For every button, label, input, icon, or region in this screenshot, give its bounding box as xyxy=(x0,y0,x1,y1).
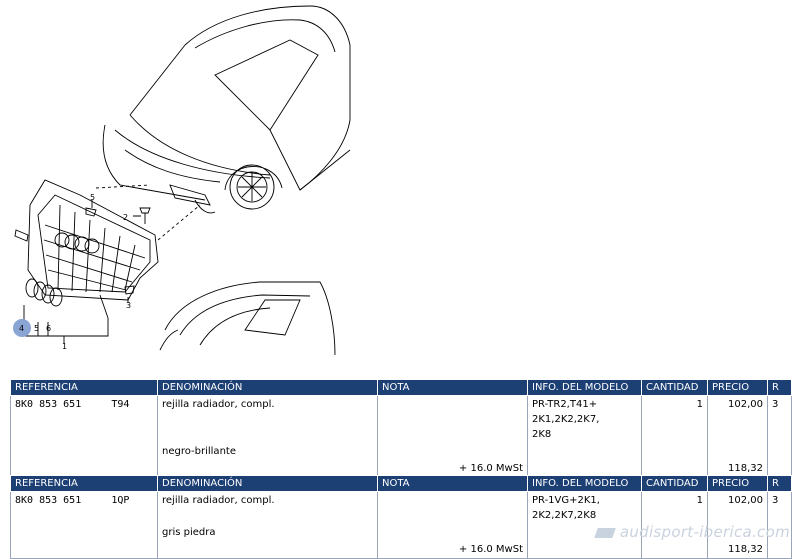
callout-4: 4 xyxy=(19,324,24,333)
parts-table-2: REFERENCIA DENOMINACIÓN NOTA INFO. DEL M… xyxy=(10,475,792,559)
part-quantity: 1 xyxy=(641,491,708,524)
col-r: R xyxy=(767,475,792,492)
watermark-logo-icon xyxy=(594,527,616,538)
model-info: PR-1VG+2K1, 2K2,2K7,2K8 xyxy=(527,491,642,524)
grille-assembly xyxy=(14,179,201,343)
price-with-tax: 118,32 xyxy=(707,541,768,559)
part-quantity: 1 xyxy=(641,395,708,443)
part-denomination: rejilla radiador, compl. xyxy=(157,395,378,443)
part-reference[interactable]: 8K0 853 651 T94 xyxy=(10,395,158,443)
table-row: negro-brillante xyxy=(10,443,792,460)
callout-5-bottom: 5 xyxy=(34,324,39,333)
callout-3: 3 xyxy=(126,301,131,310)
col-nota: NOTA xyxy=(377,379,528,396)
model-info-line: 2K1,2K2,2K7, xyxy=(532,414,600,425)
tax-note: + 16.0 MwSt xyxy=(377,541,528,559)
table-row[interactable]: 8K0 853 651 T94 rejilla radiador, compl.… xyxy=(10,395,792,443)
col-nota: NOTA xyxy=(377,475,528,492)
table-row-total: + 16.0 MwSt 118,32 xyxy=(10,541,792,559)
model-info-line: PR-1VG+2K1, xyxy=(532,495,600,506)
part-note xyxy=(377,395,528,443)
table-header: REFERENCIA DENOMINACIÓN NOTA INFO. DEL M… xyxy=(10,475,792,492)
col-precio: PRECIO xyxy=(707,475,768,492)
callout-6: 6 xyxy=(46,324,51,333)
part-note xyxy=(377,491,528,524)
part-color: gris piedra xyxy=(157,524,378,541)
callout-2: 2 xyxy=(123,213,128,222)
watermark-text: audisport-iberica.com xyxy=(619,523,790,541)
site-watermark: audisport-iberica.com xyxy=(594,523,790,541)
callout-5-top: 5 xyxy=(90,193,95,202)
col-precio: PRECIO xyxy=(707,379,768,396)
car-illustration xyxy=(102,5,351,356)
part-price: 102,00 xyxy=(707,395,768,443)
col-info-modelo: INFO. DEL MODELO xyxy=(527,379,642,396)
part-r: 3 xyxy=(767,395,792,443)
part-color: negro-brillante xyxy=(157,443,378,460)
parts-table-1: REFERENCIA DENOMINACIÓN NOTA INFO. DEL M… xyxy=(10,379,792,478)
callout-1: 1 xyxy=(62,342,67,351)
col-cantidad: CANTIDAD xyxy=(641,379,708,396)
col-referencia: REFERENCIA xyxy=(10,379,158,396)
col-r: R xyxy=(767,379,792,396)
selected-callout-marker xyxy=(13,319,31,337)
part-price: 102,00 xyxy=(707,491,768,524)
part-denomination: rejilla radiador, compl. xyxy=(157,491,378,524)
col-denominacion: DENOMINACIÓN xyxy=(157,475,378,492)
table-row-total: + 16.0 MwSt 118,32 xyxy=(10,460,792,478)
part-reference[interactable]: 8K0 853 651 1QP xyxy=(10,491,158,524)
col-cantidad: CANTIDAD xyxy=(641,475,708,492)
model-info-line: 2K2,2K7,2K8 xyxy=(532,510,597,521)
model-info: PR-TR2,T41+ 2K1,2K2,2K7, 2K8 xyxy=(527,395,642,443)
model-info-line: 2K8 xyxy=(532,429,552,440)
col-info-modelo: INFO. DEL MODELO xyxy=(527,475,642,492)
model-info-line: PR-TR2,T41+ xyxy=(532,399,598,410)
part-r: 3 xyxy=(767,491,792,524)
table-header: REFERENCIA DENOMINACIÓN NOTA INFO. DEL M… xyxy=(10,379,792,396)
col-denominacion: DENOMINACIÓN xyxy=(157,379,378,396)
table-row[interactable]: 8K0 853 651 1QP rejilla radiador, compl.… xyxy=(10,491,792,524)
parts-diagram: 1 2 3 4 5 6 5 xyxy=(13,5,351,356)
table-row: gris piedra xyxy=(10,524,792,541)
col-referencia: REFERENCIA xyxy=(10,475,158,492)
